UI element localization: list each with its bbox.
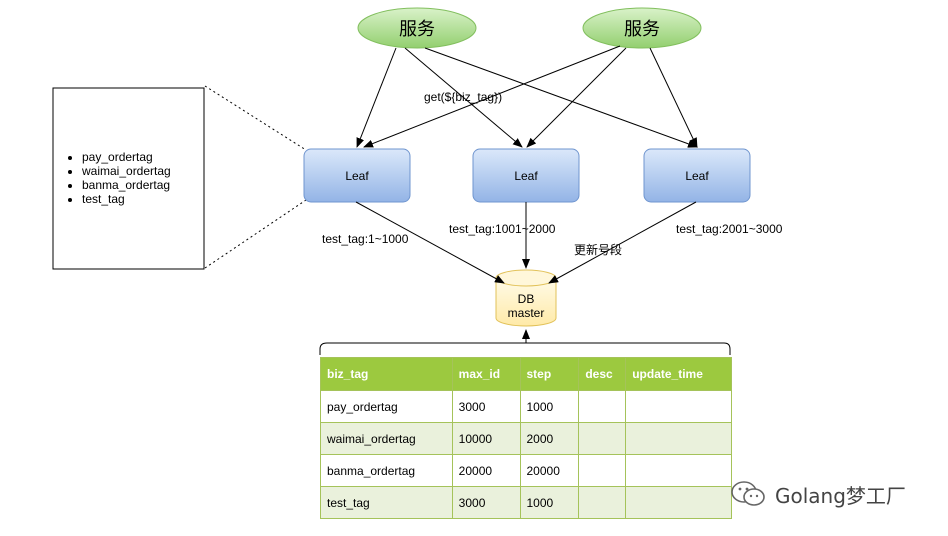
column-header-update-time: update_time — [625, 357, 732, 391]
range-label-2: test_tag:1001~2000 — [449, 222, 556, 236]
table-cell — [578, 486, 627, 519]
table-cell — [578, 422, 627, 455]
table-cell — [578, 390, 627, 423]
table-cell — [578, 454, 627, 487]
leaf-node-3[interactable] — [643, 148, 751, 203]
table-bracket — [319, 329, 731, 355]
table-header-row: biz_tag max_id step desc update_time — [320, 357, 732, 391]
table-cell: waimai_ordertag — [320, 422, 453, 455]
request-label: get(${biz_tag}) — [424, 90, 502, 104]
zoom-line-top — [204, 85, 307, 151]
list-item: pay_ordertag — [82, 150, 171, 164]
table-cell — [625, 454, 732, 487]
db-master-cylinder[interactable] — [495, 269, 557, 327]
watermark: Golang梦工厂 — [729, 478, 906, 510]
table-cell: 3000 — [451, 486, 521, 519]
table-row: pay_ordertag 3000 1000 — [320, 390, 732, 423]
table-cell — [625, 422, 732, 455]
leaf-alloc-table: biz_tag max_id step desc update_time pay… — [320, 357, 732, 519]
table-cell: 1000 — [519, 390, 580, 423]
list-item: banma_ordertag — [82, 178, 171, 192]
db-arrows — [355, 201, 697, 284]
tag-list-box — [52, 87, 205, 270]
table-cell: pay_ordertag — [320, 390, 453, 423]
leaf-node-1[interactable] — [303, 148, 411, 203]
table-cell: banma_ordertag — [320, 454, 453, 487]
leaf-node-2[interactable] — [472, 148, 580, 203]
table-cell: 10000 — [451, 422, 521, 455]
list-item: test_tag — [82, 192, 171, 206]
column-header-step: step — [519, 357, 580, 391]
service-node-1[interactable] — [357, 7, 477, 49]
service-node-2[interactable] — [582, 7, 702, 49]
biz-tag-list: pay_ordertag waimai_ordertag banma_order… — [62, 150, 171, 206]
list-item: waimai_ordertag — [82, 164, 171, 178]
column-header-biz-tag: biz_tag — [320, 357, 453, 391]
range-label-3: test_tag:2001~3000 — [676, 222, 783, 236]
table-cell: test_tag — [320, 486, 453, 519]
zoom-line-bottom — [204, 199, 307, 269]
range-label-1: test_tag:1~1000 — [322, 232, 409, 246]
table-cell: 2000 — [519, 422, 580, 455]
column-header-max-id: max_id — [451, 357, 521, 391]
table-row: banma_ordertag 20000 20000 — [320, 454, 732, 487]
request-arrows — [356, 45, 698, 148]
table-cell: 20000 — [451, 454, 521, 487]
table-cell: 3000 — [451, 390, 521, 423]
table-row: test_tag 3000 1000 — [320, 486, 732, 519]
update-segment-label: 更新号段 — [574, 242, 622, 257]
table-cell: 20000 — [519, 454, 580, 487]
table-cell — [625, 486, 732, 519]
table-row: waimai_ordertag 10000 2000 — [320, 422, 732, 455]
watermark-text: Golang梦工厂 — [775, 483, 906, 508]
table-cell — [625, 390, 732, 423]
table-cell: 1000 — [519, 486, 580, 519]
column-header-desc: desc — [578, 357, 627, 391]
wechat-icon — [731, 481, 765, 506]
